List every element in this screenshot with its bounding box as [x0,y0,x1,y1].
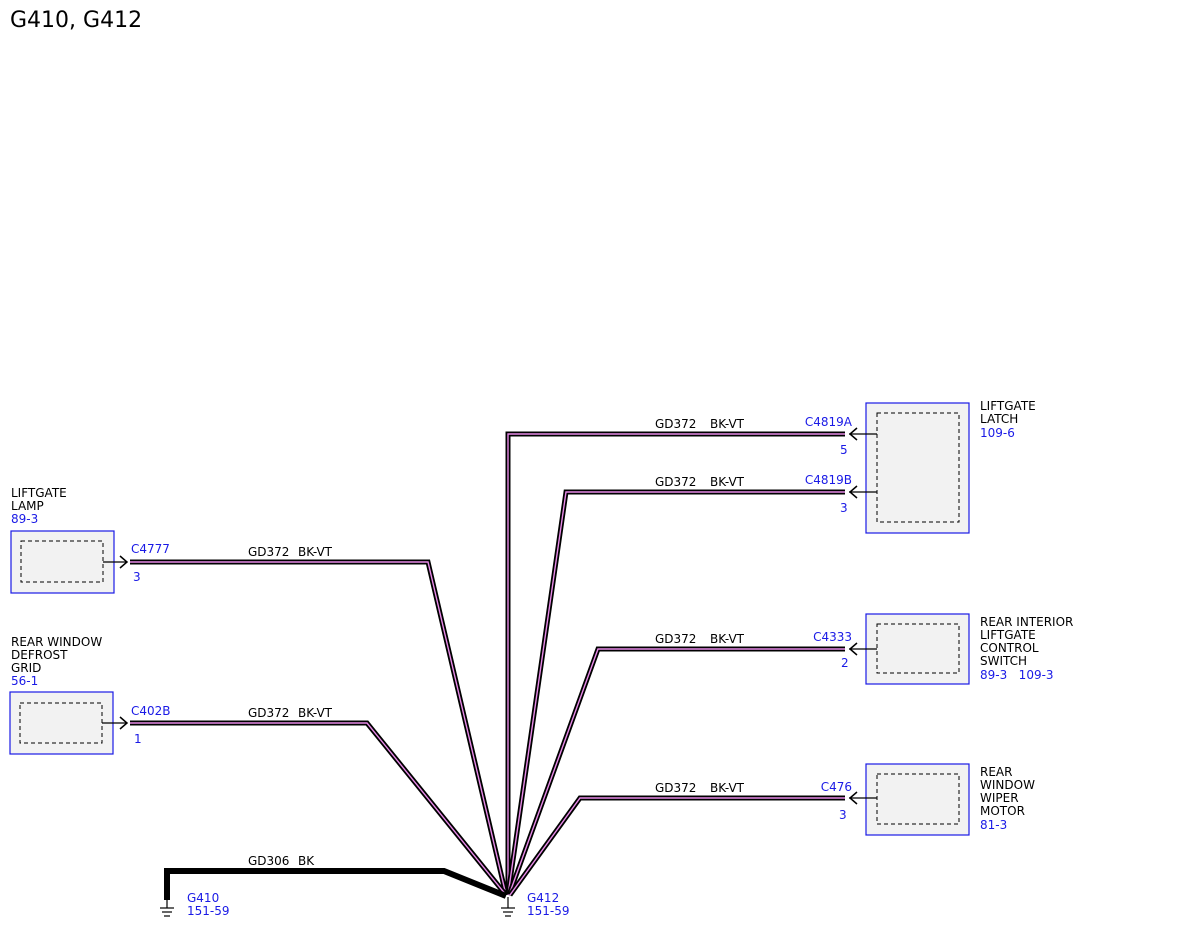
component-name: SWITCH [980,654,1027,668]
connector-id: C4819A [805,415,853,429]
wire-label-color: BK-VT [298,706,333,720]
wires [130,431,845,900]
connector-pin: 2 [841,656,849,670]
component-name: LAMP [11,499,44,513]
component-name: WIPER [980,791,1019,805]
connector-pin: 3 [840,501,848,515]
component-ref-link: 81-3 [980,818,1007,832]
ground-icon [160,898,174,917]
ground-icon [501,897,515,917]
component-liftgate-lamp[interactable]: LIFTGATE LAMP 89-3 C4777 3 [10,486,170,594]
component-ref-link: 89-3 [11,512,38,526]
wire-control-switch[interactable] [506,646,845,896]
connector-id: C476 [821,780,852,794]
wire-label-circuit: GD372 [655,781,696,795]
component-name: GRID [11,661,41,675]
ground-wire-color: BK [298,854,315,868]
ground-ref-link: 151-59 [527,904,570,918]
connector-arrow-icon [848,642,858,656]
connector-arrow-icon [119,555,129,569]
ground-g410[interactable]: G410 151-59 [160,891,230,918]
component-name: LIFTGATE [980,399,1036,413]
connector-id: C4777 [131,542,170,556]
wire-latch-a[interactable] [505,431,845,895]
wire-labels: GD372 BK-VT GD372 BK-VT GD372 BK-VT GD37… [248,417,745,868]
component-control-switch[interactable]: C4333 2 REAR INTERIOR LIFTGATE CONTROL S… [813,613,1073,685]
component-name: CONTROL [980,641,1039,655]
wire-label-circuit: GD372 [655,417,696,431]
wire-gd306[interactable] [164,868,508,900]
connector-id: C4819B [805,473,852,487]
wire-latch-b[interactable] [505,489,845,896]
connector-arrow-icon [848,791,858,805]
connector-id: C4333 [813,630,852,644]
component-name: DEFROST [11,648,68,662]
wire-label-circuit: GD372 [248,545,289,559]
component-liftgate-latch[interactable]: C4819A 5 C4819B 3 LIFTGATE LATCH 109-6 [805,399,1036,534]
connector-pin: 3 [839,808,847,822]
connector-arrow-icon [119,716,129,730]
ground-name: G412 [527,891,559,905]
wire-label-color: BK-VT [710,632,745,646]
wire-label-circuit: GD372 [655,632,696,646]
wire-defrost-grid[interactable] [130,720,508,897]
ground-g412[interactable]: G412 151-59 [501,891,570,918]
connector-arrow-icon [848,427,858,441]
wire-label-circuit: GD372 [248,706,289,720]
component-wiper-motor[interactable]: C476 3 REAR WINDOW WIPER MOTOR 81-3 [821,763,1035,836]
connector-pin: 1 [134,732,142,746]
wire-label-color: BK-VT [298,545,333,559]
component-name: REAR WINDOW [11,635,102,649]
ground-wire-circuit: GD306 [248,854,289,868]
component-name: LATCH [980,412,1018,426]
component-defrost-grid[interactable]: REAR WINDOW DEFROST GRID 56-1 C402B 1 [9,635,171,755]
component-ref-link: 109-6 [980,426,1015,440]
component-ref-link: 89-3 109-3 [980,668,1054,682]
wire-label-color: BK-VT [710,417,745,431]
connector-id: C402B [131,704,171,718]
component-name: WINDOW [980,778,1035,792]
ground-name: G410 [187,891,219,905]
component-ref-link: 56-1 [11,674,38,688]
component-name: MOTOR [980,804,1025,818]
component-name: LIFTGATE [980,628,1036,642]
wire-liftgate-lamp[interactable] [130,559,509,896]
wire-label-circuit: GD372 [655,475,696,489]
connector-pin: 3 [133,570,141,584]
wire-label-color: BK-VT [710,475,745,489]
ground-ref-link: 151-59 [187,904,230,918]
connector-arrow-icon [848,485,858,499]
wire-label-color: BK-VT [710,781,745,795]
component-name: REAR INTERIOR [980,615,1073,629]
wire-wiper-motor[interactable] [507,795,845,897]
component-name: LIFTGATE [11,486,67,500]
connector-pin: 5 [840,443,848,457]
component-name: REAR [980,765,1012,779]
page-title: G410, G412 [10,8,143,33]
